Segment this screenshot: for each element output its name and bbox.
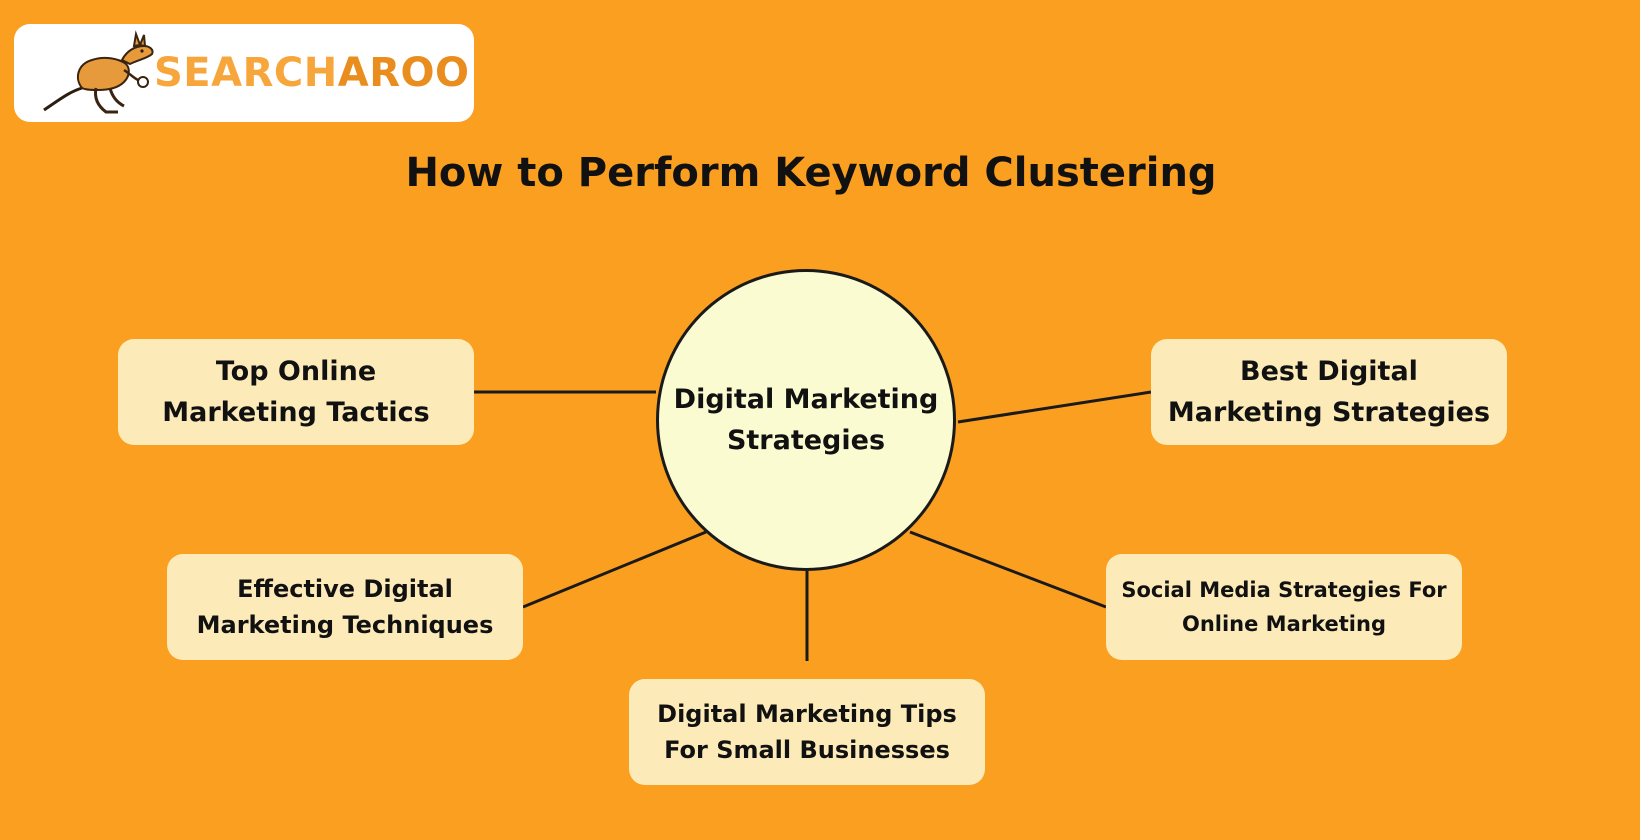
connector-top-right [957, 390, 1152, 424]
node-bottom-line1: Digital Marketing Tips [657, 700, 957, 728]
node-bottom-line2: For Small Businesses [664, 736, 950, 764]
kangaroo-icon [43, 30, 154, 114]
node-bottom-right-line1: Social Media Strategies For [1121, 578, 1447, 602]
connector-bottom-right [909, 530, 1107, 609]
node-top-left: Top Online Marketing Tactics [118, 339, 474, 445]
node-top-left-line1: Top Online [215, 356, 377, 387]
node-bottom: Digital Marketing Tips For Small Busines… [629, 679, 985, 785]
node-top-left-line2: Marketing Tactics [162, 397, 430, 428]
hub-circle: Digital Marketing Strategies [656, 269, 956, 571]
node-top-right: Best Digital Marketing Strategies [1151, 339, 1507, 445]
brand-name: SEARCHAROO [154, 24, 470, 122]
brand-name-part1: SEARCH [154, 50, 338, 96]
node-bottom-right-line2: Online Marketing [1181, 612, 1386, 636]
node-top-right-line1: Best Digital [1240, 356, 1418, 387]
connector-bottom-left [522, 530, 707, 609]
hub-label-line1: Digital Marketing [673, 384, 939, 415]
node-bottom-left-line2: Marketing Techniques [196, 611, 494, 639]
logo-box: SEARCHAROO [14, 24, 474, 122]
hub-label-line2: Strategies [726, 425, 886, 456]
brand-name-part2: AROO [337, 50, 470, 96]
page-title: How to Perform Keyword Clustering [405, 150, 1217, 196]
hub-label: Digital Marketing Strategies [661, 379, 951, 461]
node-bottom-left-line1: Effective Digital [237, 575, 453, 603]
node-top-right-line2: Marketing Strategies [1167, 397, 1491, 428]
node-bottom-left: Effective Digital Marketing Techniques [167, 554, 523, 660]
node-bottom-right: Social Media Strategies For Online Marke… [1106, 554, 1462, 660]
